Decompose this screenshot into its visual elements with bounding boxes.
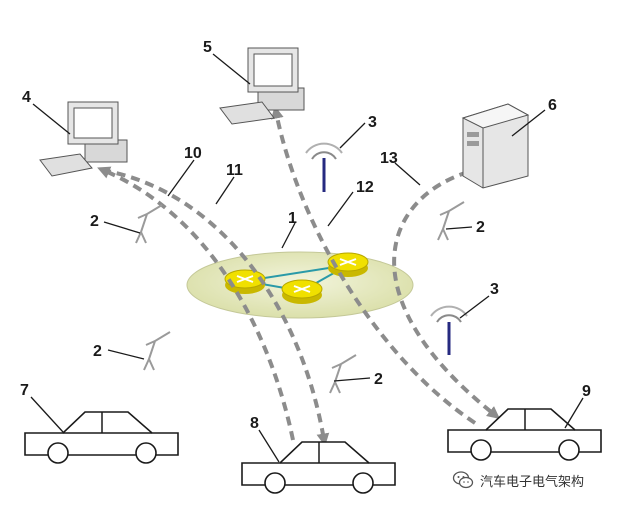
network-core [187, 252, 413, 318]
server-icon [463, 104, 528, 188]
label-8: 8 [250, 415, 259, 432]
watermark-text: 汽车电子电气架构 [480, 471, 584, 490]
label-4: 4 [22, 89, 31, 106]
roadside-unit-icon [144, 332, 170, 370]
computer-top-icon [220, 48, 304, 124]
label-2: 2 [374, 371, 383, 388]
vehicle-7-icon [25, 412, 178, 463]
label-3: 3 [490, 281, 499, 298]
label-12: 12 [356, 179, 374, 196]
base-station-right-icon [431, 307, 467, 355]
label-10: 10 [184, 145, 202, 162]
label-5: 5 [203, 39, 212, 56]
label-9: 9 [582, 383, 591, 400]
roadside-unit-icon [438, 202, 464, 240]
label-2: 2 [476, 219, 485, 236]
label-3: 3 [368, 114, 377, 131]
label-11: 11 [226, 162, 243, 179]
label-7: 7 [20, 382, 29, 399]
label-13: 13 [380, 150, 398, 167]
base-station-top-icon [306, 144, 342, 192]
label-6: 6 [548, 97, 557, 114]
label-1: 1 [288, 210, 297, 227]
wechat-logo-icon [452, 469, 474, 491]
roadside-unit-icon [136, 205, 162, 243]
roadside-unit-icon [330, 355, 356, 393]
label-2: 2 [90, 213, 99, 230]
watermark: 汽车电子电气架构 [452, 468, 584, 492]
router-icon [282, 280, 322, 304]
vehicle-9-icon [448, 409, 601, 460]
computer-left-icon [40, 102, 127, 176]
vehicle-8-icon [242, 442, 395, 493]
label-2: 2 [93, 343, 102, 360]
